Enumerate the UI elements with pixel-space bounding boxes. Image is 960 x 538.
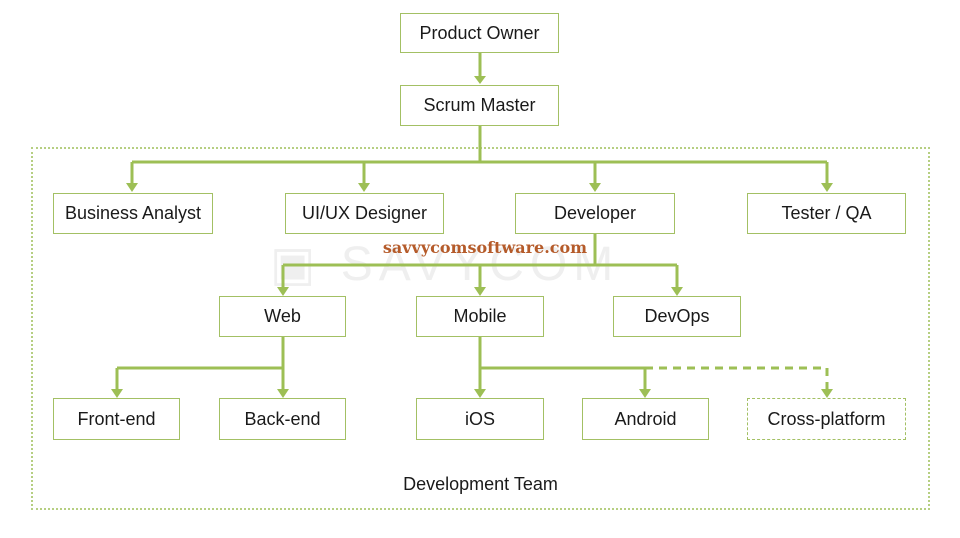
- arrowhead: [126, 183, 138, 192]
- node-product-owner: Product Owner: [400, 13, 559, 53]
- node-devops: DevOps: [613, 296, 741, 337]
- development-team-label: Development Team: [403, 474, 558, 494]
- arrowhead: [277, 287, 289, 296]
- node-ios: iOS: [416, 398, 544, 440]
- arrowhead: [474, 389, 486, 398]
- node-mobile: Mobile: [416, 296, 544, 337]
- arrowhead: [671, 287, 683, 296]
- arrowhead: [358, 183, 370, 192]
- arrowhead: [639, 389, 651, 398]
- node-front-end: Front-end: [53, 398, 180, 440]
- node-cross-platform: Cross-platform: [747, 398, 906, 440]
- arrowhead: [474, 287, 486, 296]
- arrowhead: [111, 389, 123, 398]
- node-tester-qa: Tester / QA: [747, 193, 906, 234]
- arrowhead: [474, 76, 486, 84]
- arrowhead: [821, 389, 833, 398]
- node-uiux-designer: UI/UX Designer: [285, 193, 444, 234]
- node-web: Web: [219, 296, 346, 337]
- node-developer: Developer: [515, 193, 675, 234]
- node-business-analyst: Business Analyst: [53, 193, 213, 234]
- node-scrum-master: Scrum Master: [400, 85, 559, 126]
- arrowhead: [821, 183, 833, 192]
- node-android: Android: [582, 398, 709, 440]
- arrowhead: [589, 183, 601, 192]
- edge-to-cross-platform: [645, 366, 829, 392]
- node-back-end: Back-end: [219, 398, 346, 440]
- arrowhead: [277, 389, 289, 398]
- watermark-url: savvycomsoftware.com: [382, 238, 588, 257]
